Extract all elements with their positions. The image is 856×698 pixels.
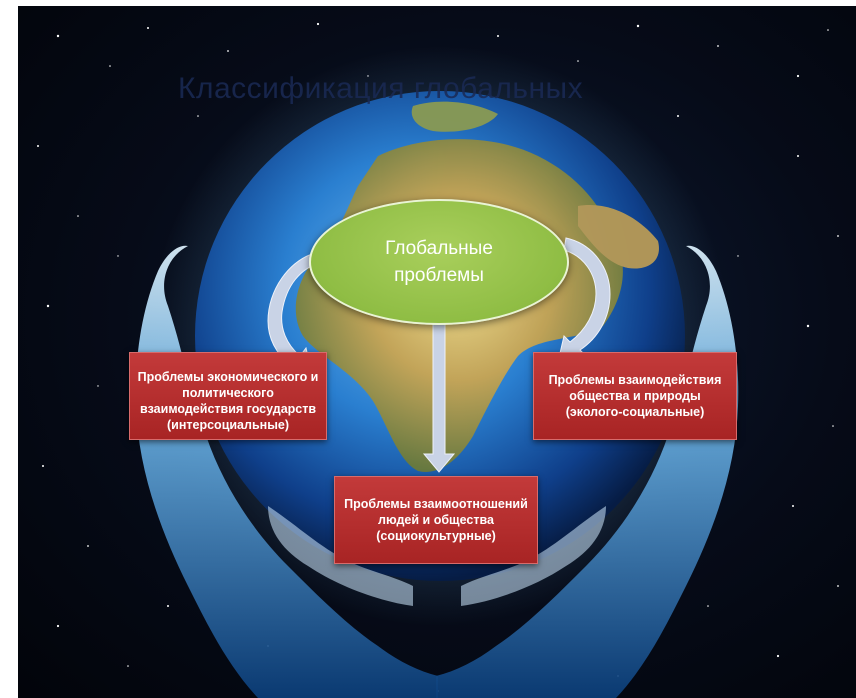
arrow-down-straight	[422, 314, 456, 473]
star-field	[37, 22, 839, 692]
cupped-hands-icon	[135, 245, 739, 698]
diagram-arrows	[267, 237, 611, 473]
box-sociocultural-problems: Проблемы взаимоотношений людей и обществ…	[334, 476, 538, 564]
box-ecosocial-problems: Проблемы взаимодействия общества и приро…	[533, 352, 737, 440]
slide-title-fragment: Классификация глобальных	[178, 72, 584, 105]
box-intersocial-problems: Проблемы экономического и политического …	[129, 352, 327, 440]
box-intersocial-label: Проблемы экономического и политического …	[137, 370, 319, 432]
box-sociocultural-label: Проблемы взаимоотношений людей и обществ…	[344, 497, 528, 543]
center-label: Глобальные проблемы	[385, 238, 493, 286]
box-ecosocial-label: Проблемы взаимодействия общества и приро…	[548, 373, 722, 419]
slide: Классификация глобальных Глобальные проб…	[18, 6, 856, 698]
global-problems-ellipse: Глобальные проблемы	[309, 199, 569, 325]
